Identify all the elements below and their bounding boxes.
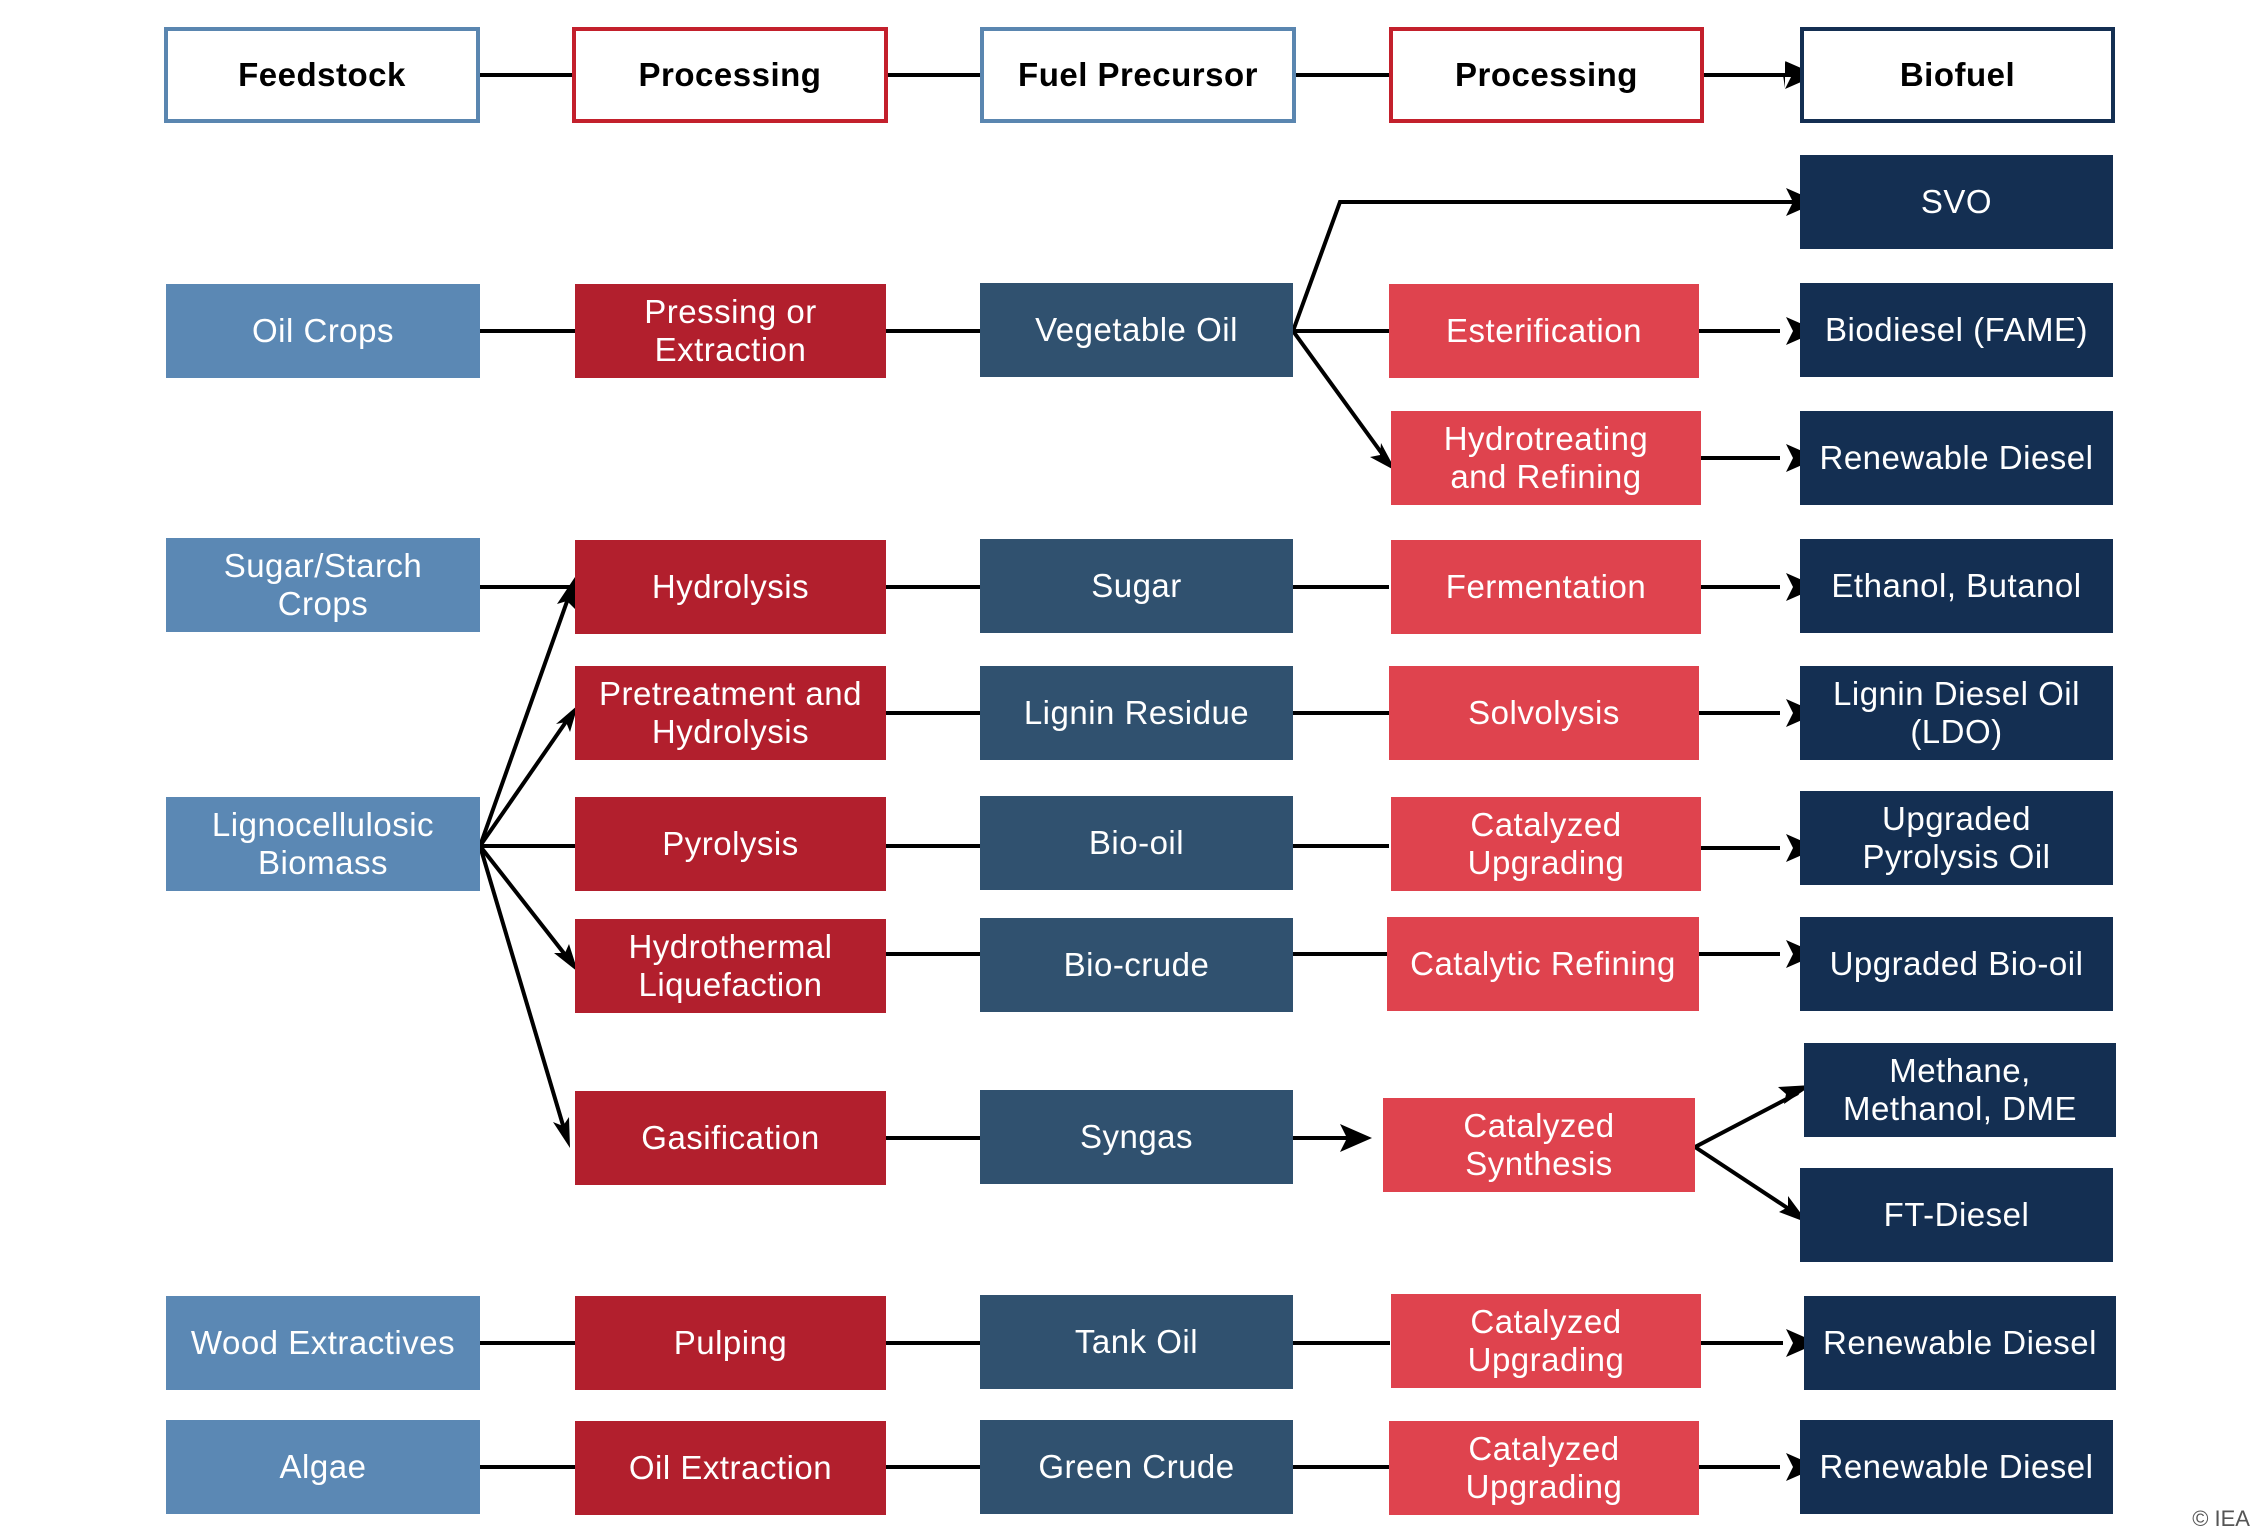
header-processing-1: Processing xyxy=(572,27,888,123)
arrowhead-ligno-hydrolysis xyxy=(557,577,575,609)
process-catalyzed-upgrading-1: Catalyzed Upgrading xyxy=(1391,797,1701,891)
process-pretreatment-hydrolysis: Pretreatment and Hydrolysis xyxy=(575,666,886,760)
arrowhead-ligno-htl xyxy=(554,944,578,972)
process-gasification: Gasification xyxy=(575,1091,886,1185)
precursor-syngas: Syngas xyxy=(980,1090,1293,1184)
process-pyrolysis: Pyrolysis xyxy=(575,797,886,891)
process-hydrothermal-liquefaction: Hydrothermal Liquefaction xyxy=(575,919,886,1013)
process-hydrolysis: Hydrolysis xyxy=(575,540,886,634)
process-solvolysis: Solvolysis xyxy=(1389,666,1699,760)
biofuel-svo: SVO xyxy=(1800,155,2113,249)
arrow-ligno-pretreatment xyxy=(478,714,572,848)
process-esterification: Esterification xyxy=(1389,284,1699,378)
arrowhead-syngas xyxy=(1340,1124,1372,1152)
biofuel-upgraded-bio-oil: Upgraded Bio-oil xyxy=(1800,917,2113,1011)
feedstock-wood-extractives: Wood Extractives xyxy=(166,1296,480,1390)
feedstock-sugar-starch-crops: Sugar/Starch Crops xyxy=(166,538,480,632)
process-oil-extraction: Oil Extraction xyxy=(575,1421,886,1515)
biofuel-ft-diesel: FT-Diesel xyxy=(1800,1168,2113,1262)
process-hydrotreating-refining: Hydrotreating and Refining xyxy=(1391,411,1701,505)
header-feedstock: Feedstock xyxy=(164,27,480,123)
header-biofuel: Biofuel xyxy=(1800,27,2115,123)
arrowhead-hydrotreating xyxy=(1370,443,1396,471)
arrowhead-ligno-gasification xyxy=(553,1117,570,1148)
arrow-ligno-gasification xyxy=(478,845,567,1133)
arrowhead-methane xyxy=(1778,1085,1812,1104)
precursor-bio-crude: Bio-crude xyxy=(980,918,1293,1012)
biofuel-lignin-diesel-oil: Lignin Diesel Oil (LDO) xyxy=(1800,666,2113,760)
precursor-green-crude: Green Crude xyxy=(980,1420,1293,1514)
arrow-synthesis-ftdiesel xyxy=(1693,1145,1797,1215)
feedstock-oil-crops: Oil Crops xyxy=(166,284,480,378)
precursor-sugar: Sugar xyxy=(980,539,1293,633)
precursor-bio-oil: Bio-oil xyxy=(980,796,1293,890)
precursor-lignin-residue: Lignin Residue xyxy=(980,666,1293,760)
arrow-synthesis-methane xyxy=(1694,1091,1799,1149)
arrowhead-ligno-pretreatment xyxy=(556,705,578,732)
precursor-tank-oil: Tank Oil xyxy=(980,1295,1293,1389)
arrow-ligno-hydrolysis xyxy=(478,592,572,847)
header-processing-2: Processing xyxy=(1389,27,1704,123)
biofuel-renewable-diesel-3: Renewable Diesel xyxy=(1800,1420,2113,1514)
precursor-vegetable-oil: Vegetable Oil xyxy=(980,283,1293,377)
arrow-ligno-htl xyxy=(478,844,572,963)
feedstock-lignocellulosic-biomass: Lignocellulosic Biomass xyxy=(166,797,480,891)
process-catalyzed-upgrading-2: Catalyzed Upgrading xyxy=(1391,1294,1701,1388)
biofuel-renewable-diesel-2: Renewable Diesel xyxy=(1804,1296,2116,1390)
biofuel-upgraded-pyrolysis-oil: Upgraded Pyrolysis Oil xyxy=(1800,791,2113,885)
feedstock-algae: Algae xyxy=(166,1420,480,1514)
biofuel-biodiesel-fame: Biodiesel (FAME) xyxy=(1800,283,2113,377)
process-catalyzed-upgrading-3: Catalyzed Upgrading xyxy=(1389,1421,1699,1515)
header-fuel-precursor: Fuel Precursor xyxy=(980,27,1296,123)
arrowhead-renewable-2 xyxy=(1786,1329,1818,1357)
biofuel-ethanol-butanol: Ethanol, Butanol xyxy=(1800,539,2113,633)
process-catalyzed-synthesis: Catalyzed Synthesis xyxy=(1383,1098,1695,1192)
process-pulping: Pulping xyxy=(575,1296,886,1390)
biofuel-methane-methanol-dme: Methane, Methanol, DME xyxy=(1804,1043,2116,1137)
process-fermentation: Fermentation xyxy=(1391,540,1701,634)
arrow-vegoil-hydrotreating xyxy=(1291,329,1385,457)
biofuel-renewable-diesel-1: Renewable Diesel xyxy=(1800,411,2113,505)
process-catalytic-refining: Catalytic Refining xyxy=(1387,917,1699,1011)
arrow-vegoil-svo xyxy=(1291,200,1795,332)
copyright-credit: © IEA xyxy=(2192,1506,2250,1531)
process-pressing-extraction: Pressing or Extraction xyxy=(575,284,886,378)
